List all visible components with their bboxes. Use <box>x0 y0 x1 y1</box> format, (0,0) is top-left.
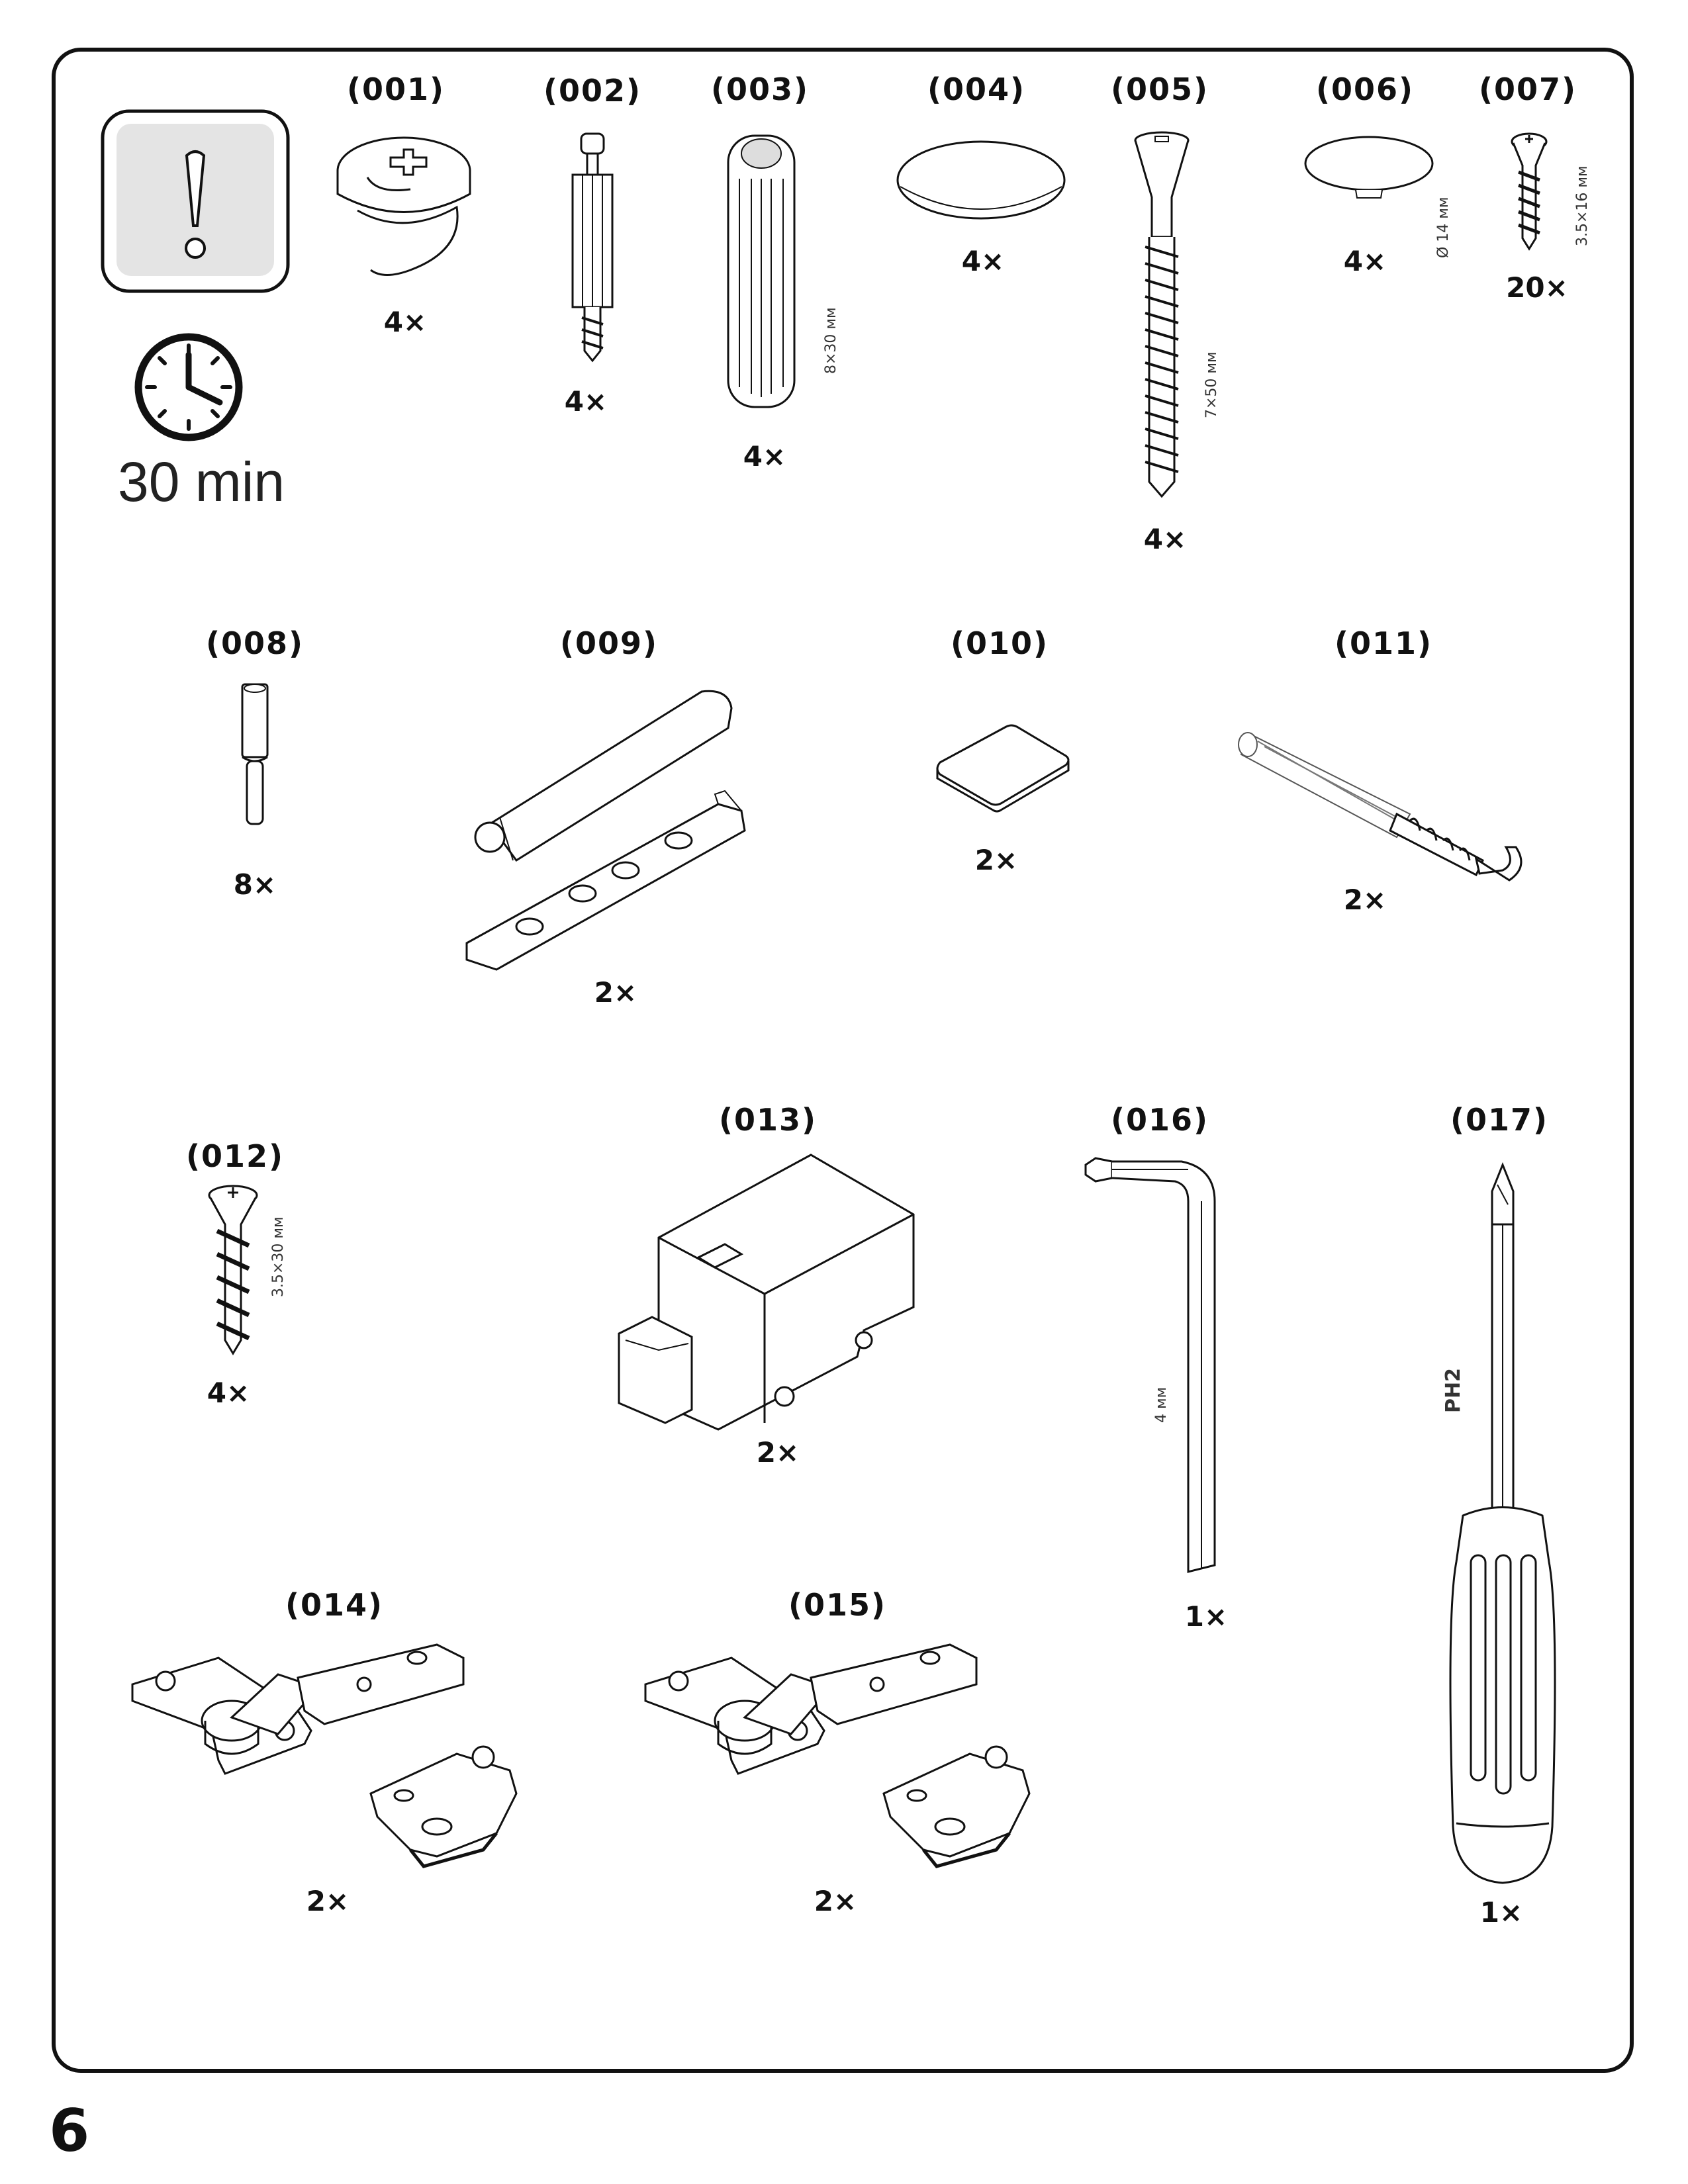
part-qty-014: 2× <box>306 1885 350 1917</box>
part-label-006: (006) <box>1315 71 1415 107</box>
part-label-013: (013) <box>718 1102 818 1138</box>
part-label-010: (010) <box>950 625 1049 661</box>
allen-key-icon <box>1082 1155 1228 1578</box>
part-qty-016: 1× <box>1184 1600 1228 1633</box>
screwdriver-icon <box>1443 1165 1562 1886</box>
part-label-005: (005) <box>1110 71 1209 107</box>
shelf-pin-icon <box>238 682 271 827</box>
assembly-time: 30 min <box>118 451 285 513</box>
part-label-016: (016) <box>1110 1102 1209 1138</box>
part-qty-009: 2× <box>594 976 637 1009</box>
part-label-015: (015) <box>788 1587 887 1623</box>
wood-screw-icon <box>207 1185 259 1357</box>
part-qty-008: 8× <box>233 868 277 901</box>
part-qty-015: 2× <box>814 1885 857 1917</box>
adhesive-pad-icon <box>932 721 1074 814</box>
part-qty-004: 4× <box>961 245 1005 277</box>
hinge-icon <box>126 1638 549 1870</box>
part-dim-005: 7×50 мм <box>1203 351 1220 418</box>
part-qty-012: 4× <box>207 1377 250 1409</box>
part-label-002: (002) <box>543 73 642 109</box>
part-qty-013: 2× <box>756 1436 800 1469</box>
part-label-008: (008) <box>205 625 305 661</box>
part-label-011: (011) <box>1334 625 1433 661</box>
part-dim-006: Ø 14 мм <box>1435 197 1452 259</box>
part-qty-017: 1× <box>1479 1896 1523 1929</box>
part-qty-003: 4× <box>743 440 786 473</box>
cover-cap-icon <box>1303 136 1435 202</box>
wall-anchor-icon <box>1238 715 1536 913</box>
door-catch-icon <box>612 1152 917 1436</box>
part-qty-005: 4× <box>1143 523 1187 555</box>
push-latch-icon <box>463 682 755 973</box>
exclamation-icon <box>101 109 293 295</box>
cover-disc-icon <box>895 139 1067 225</box>
wood-dowel-icon <box>725 132 798 410</box>
part-label-003: (003) <box>710 71 810 107</box>
part-dim-007: 3.5×16 мм <box>1574 165 1591 246</box>
part-dim-003: 8×30 мм <box>823 307 839 374</box>
part-qty-001: 4× <box>383 306 427 338</box>
part-label-009: (009) <box>559 625 659 661</box>
part-qty-002: 4× <box>564 385 608 418</box>
page-frame <box>52 48 1634 2073</box>
part-label-014: (014) <box>285 1587 384 1623</box>
part-label-017: (017) <box>1450 1102 1549 1138</box>
part-qty-011: 2× <box>1343 884 1387 916</box>
page-number: 6 <box>49 2097 90 2165</box>
clock-icon <box>132 331 245 443</box>
part-dim-017: PH2 <box>1442 1368 1465 1413</box>
part-label-012: (012) <box>185 1138 285 1174</box>
part-dim-012: 3.5×30 мм <box>270 1216 287 1297</box>
part-label-004: (004) <box>927 71 1026 107</box>
part-dim-016: 4 мм <box>1153 1387 1170 1423</box>
hinge-icon <box>639 1638 1062 1870</box>
cam-lock-icon <box>331 131 477 290</box>
part-qty-007: 20× <box>1506 271 1568 304</box>
part-qty-006: 4× <box>1343 245 1387 277</box>
part-label-007: (007) <box>1478 71 1577 107</box>
connector-bolt-icon <box>559 132 626 364</box>
long-screw-icon <box>1125 131 1198 502</box>
part-label-001: (001) <box>346 71 445 107</box>
short-screw-icon <box>1509 132 1549 251</box>
part-qty-010: 2× <box>974 844 1018 876</box>
